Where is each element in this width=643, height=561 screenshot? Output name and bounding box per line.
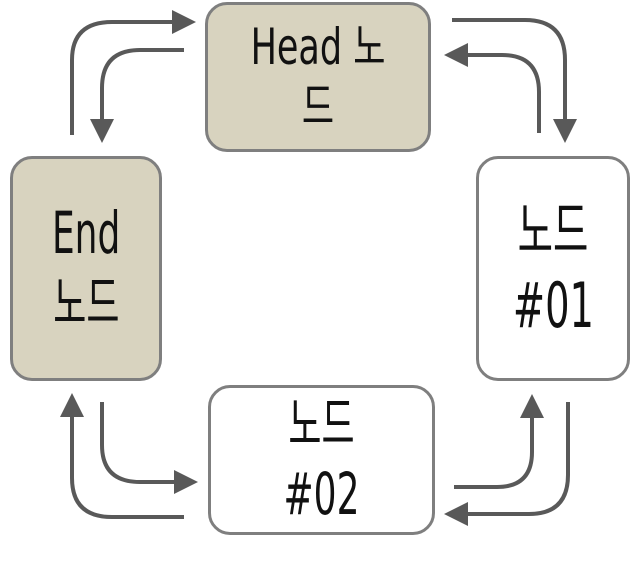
- arrow-head-to-end: [90, 48, 184, 143]
- arrow-end-to-node02: [100, 402, 198, 494]
- node-01-line2: #01: [512, 268, 594, 342]
- end-node-line2: 노드: [52, 268, 120, 337]
- node-02-label: 노드#02: [283, 390, 360, 528]
- end-node-line1: End: [51, 198, 121, 267]
- node-02: 노드#02: [208, 385, 435, 535]
- arrow-head-to-node01: [452, 18, 577, 143]
- arrow-end-to-head: [70, 10, 196, 135]
- head-node-label: Head 노드: [250, 18, 386, 136]
- node-01: 노드 #01: [476, 156, 630, 381]
- arrow-node02-to-end: [60, 393, 184, 519]
- arrow-node01-to-node02: [444, 402, 570, 526]
- node-01-line1: 노드: [517, 194, 589, 268]
- arrow-node02-to-node01: [454, 394, 544, 489]
- end-node: End 노드: [10, 156, 162, 381]
- head-node: Head 노드: [205, 2, 431, 152]
- arrow-node01-to-head: [444, 43, 541, 133]
